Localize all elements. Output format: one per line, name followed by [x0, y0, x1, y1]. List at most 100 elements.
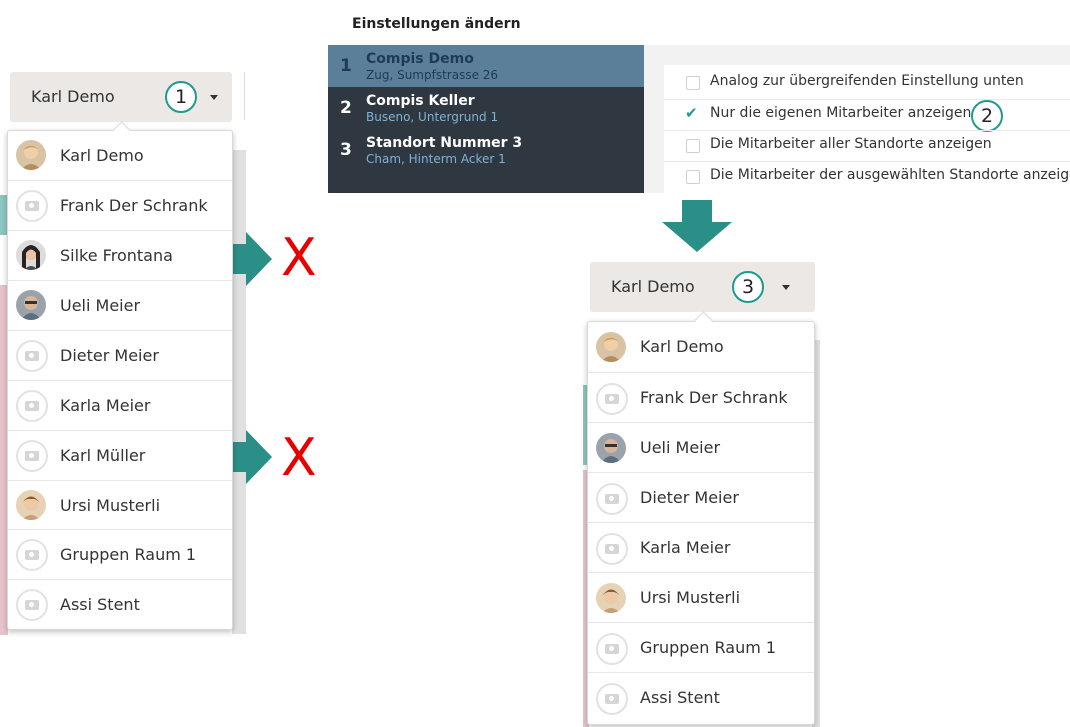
option-row[interactable]: Analog zur übergreifenden Einstellung un… — [664, 68, 1070, 99]
list-item[interactable]: Gruppen Raum 1 — [8, 529, 232, 579]
list-item[interactable]: Ursi Musterli — [588, 572, 814, 623]
camera-icon — [605, 394, 619, 404]
checkbox[interactable] — [686, 170, 700, 184]
location-number: 1 — [340, 56, 352, 76]
avatar-placeholder — [16, 440, 48, 472]
settings-title: Einstellungen ändern — [352, 16, 521, 32]
list-item[interactable]: Karl Demo — [8, 131, 232, 180]
chevron-down-icon — [782, 285, 790, 290]
step-badge-2: 2 — [971, 100, 1003, 132]
user-select-button[interactable]: Karl Demo 1 — [10, 72, 232, 122]
list-item[interactable]: Karla Meier — [8, 380, 232, 430]
list-item-name: Ueli Meier — [60, 296, 141, 315]
list-item-name: Karla Meier — [60, 396, 151, 415]
camera-icon — [605, 694, 619, 704]
background-strip-pink — [0, 285, 8, 635]
avatar-placeholder — [596, 383, 628, 415]
settings-panel: Einstellungen ändern 1 Compis Demo Zug, … — [328, 0, 1070, 193]
camera-icon — [605, 494, 619, 504]
option-label: Die Mitarbeiter aller Standorte anzeigen — [710, 136, 992, 152]
checkbox[interactable] — [686, 139, 700, 153]
avatar-photo — [596, 433, 626, 463]
list-item-name: Frank Der Schrank — [60, 196, 208, 215]
list-item[interactable]: Frank Der Schrank — [8, 180, 232, 230]
location-item[interactable]: 3 Standort Nummer 3 Cham, Hinterm Acker … — [328, 129, 644, 171]
location-number: 3 — [340, 140, 352, 160]
arrow-right-icon — [220, 430, 272, 484]
location-number: 2 — [340, 98, 352, 118]
list-item-name: Assi Stent — [640, 688, 720, 707]
list-item-name: Dieter Meier — [640, 488, 739, 507]
location-item[interactable]: 2 Compis Keller Buseno, Untergrund 1 — [328, 87, 644, 129]
list-item-name: Karl Müller — [60, 446, 146, 465]
option-label: Analog zur übergreifenden Einstellung un… — [710, 73, 1024, 89]
list-item-name: Karl Demo — [60, 146, 144, 165]
list-item[interactable]: Dieter Meier — [8, 330, 232, 380]
arrow-down-icon — [662, 200, 732, 252]
background-strip-teal — [583, 385, 589, 465]
avatar-placeholder — [16, 340, 48, 372]
list-item[interactable]: Assi Stent — [8, 579, 232, 629]
user-select-button[interactable]: Karl Demo 3 — [590, 262, 815, 312]
visibility-options: Analog zur übergreifenden Einstellung un… — [664, 65, 1070, 193]
avatar-placeholder — [16, 589, 48, 621]
avatar-photo — [596, 332, 626, 362]
list-item-name: Dieter Meier — [60, 346, 159, 365]
list-item[interactable]: Karla Meier — [588, 522, 814, 573]
user-dropdown-list: Karl Demo Frank Der Schrank Ueli Meier D… — [587, 321, 815, 725]
list-item[interactable]: Silke Frontana — [8, 230, 232, 280]
list-item-name: Ursi Musterli — [60, 496, 161, 515]
option-row[interactable]: Die Mitarbeiter der ausgewählten Standor… — [664, 161, 1070, 193]
location-item[interactable]: 1 Compis Demo Zug, Sumpfstrasse 26 — [328, 45, 644, 87]
camera-icon — [25, 351, 39, 361]
check-icon[interactable]: ✔ — [685, 104, 698, 122]
background-strip-grey — [812, 340, 820, 727]
camera-icon — [605, 544, 619, 554]
list-item[interactable]: Ursi Musterli — [8, 480, 232, 530]
background-strip-teal — [0, 195, 8, 235]
avatar-placeholder — [16, 190, 48, 222]
camera-icon — [25, 451, 39, 461]
camera-icon — [25, 201, 39, 211]
step-badge-3: 3 — [732, 271, 764, 303]
list-item[interactable]: Assi Stent — [588, 672, 814, 723]
list-item[interactable]: Frank Der Schrank — [588, 372, 814, 423]
camera-icon — [25, 401, 39, 411]
user-select-label: Karl Demo — [611, 277, 695, 296]
list-item-name: Karl Demo — [640, 337, 724, 356]
background-strip-grey — [232, 150, 246, 634]
avatar-photo — [16, 490, 46, 520]
user-select-label: Karl Demo — [31, 87, 115, 106]
location-list: 1 Compis Demo Zug, Sumpfstrasse 26 2 Com… — [328, 45, 644, 193]
list-item-name: Ueli Meier — [640, 438, 721, 457]
avatar-photo — [596, 583, 626, 613]
avatar-placeholder — [596, 683, 628, 715]
location-address: Buseno, Untergrund 1 — [366, 110, 499, 124]
list-item[interactable]: Ueli Meier — [8, 280, 232, 330]
arrow-right-icon — [220, 232, 272, 286]
list-item-name: Ursi Musterli — [640, 588, 741, 607]
list-item-name: Karla Meier — [640, 538, 731, 557]
location-name: Standort Nummer 3 — [366, 135, 523, 151]
list-item[interactable]: Ueli Meier — [588, 422, 814, 473]
list-item[interactable]: Gruppen Raum 1 — [588, 622, 814, 673]
background-strip-pink — [583, 470, 589, 727]
list-item[interactable]: Dieter Meier — [588, 472, 814, 523]
list-item[interactable]: Karl Demo — [588, 322, 814, 372]
checkbox[interactable] — [686, 76, 700, 90]
option-row[interactable]: ✔ Nur die eigenen Mitarbeiter anzeigen 2 — [664, 99, 1070, 132]
camera-icon — [25, 550, 39, 560]
option-label: Die Mitarbeiter der ausgewählten Standor… — [710, 167, 1070, 183]
list-item[interactable]: Karl Müller — [8, 430, 232, 480]
location-name: Compis Keller — [366, 93, 475, 109]
avatar-placeholder — [596, 533, 628, 565]
background-strip-divider — [244, 72, 245, 120]
list-item-name: Assi Stent — [60, 595, 140, 614]
list-item-name: Silke Frontana — [60, 246, 173, 265]
avatar-placeholder — [16, 390, 48, 422]
user-dropdown-list: Karl Demo Frank Der Schrank Silke Fronta… — [7, 130, 233, 630]
camera-icon — [25, 600, 39, 610]
option-row[interactable]: Die Mitarbeiter aller Standorte anzeigen — [664, 130, 1070, 162]
location-address: Cham, Hinterm Acker 1 — [366, 152, 506, 166]
avatar-photo — [16, 140, 46, 170]
